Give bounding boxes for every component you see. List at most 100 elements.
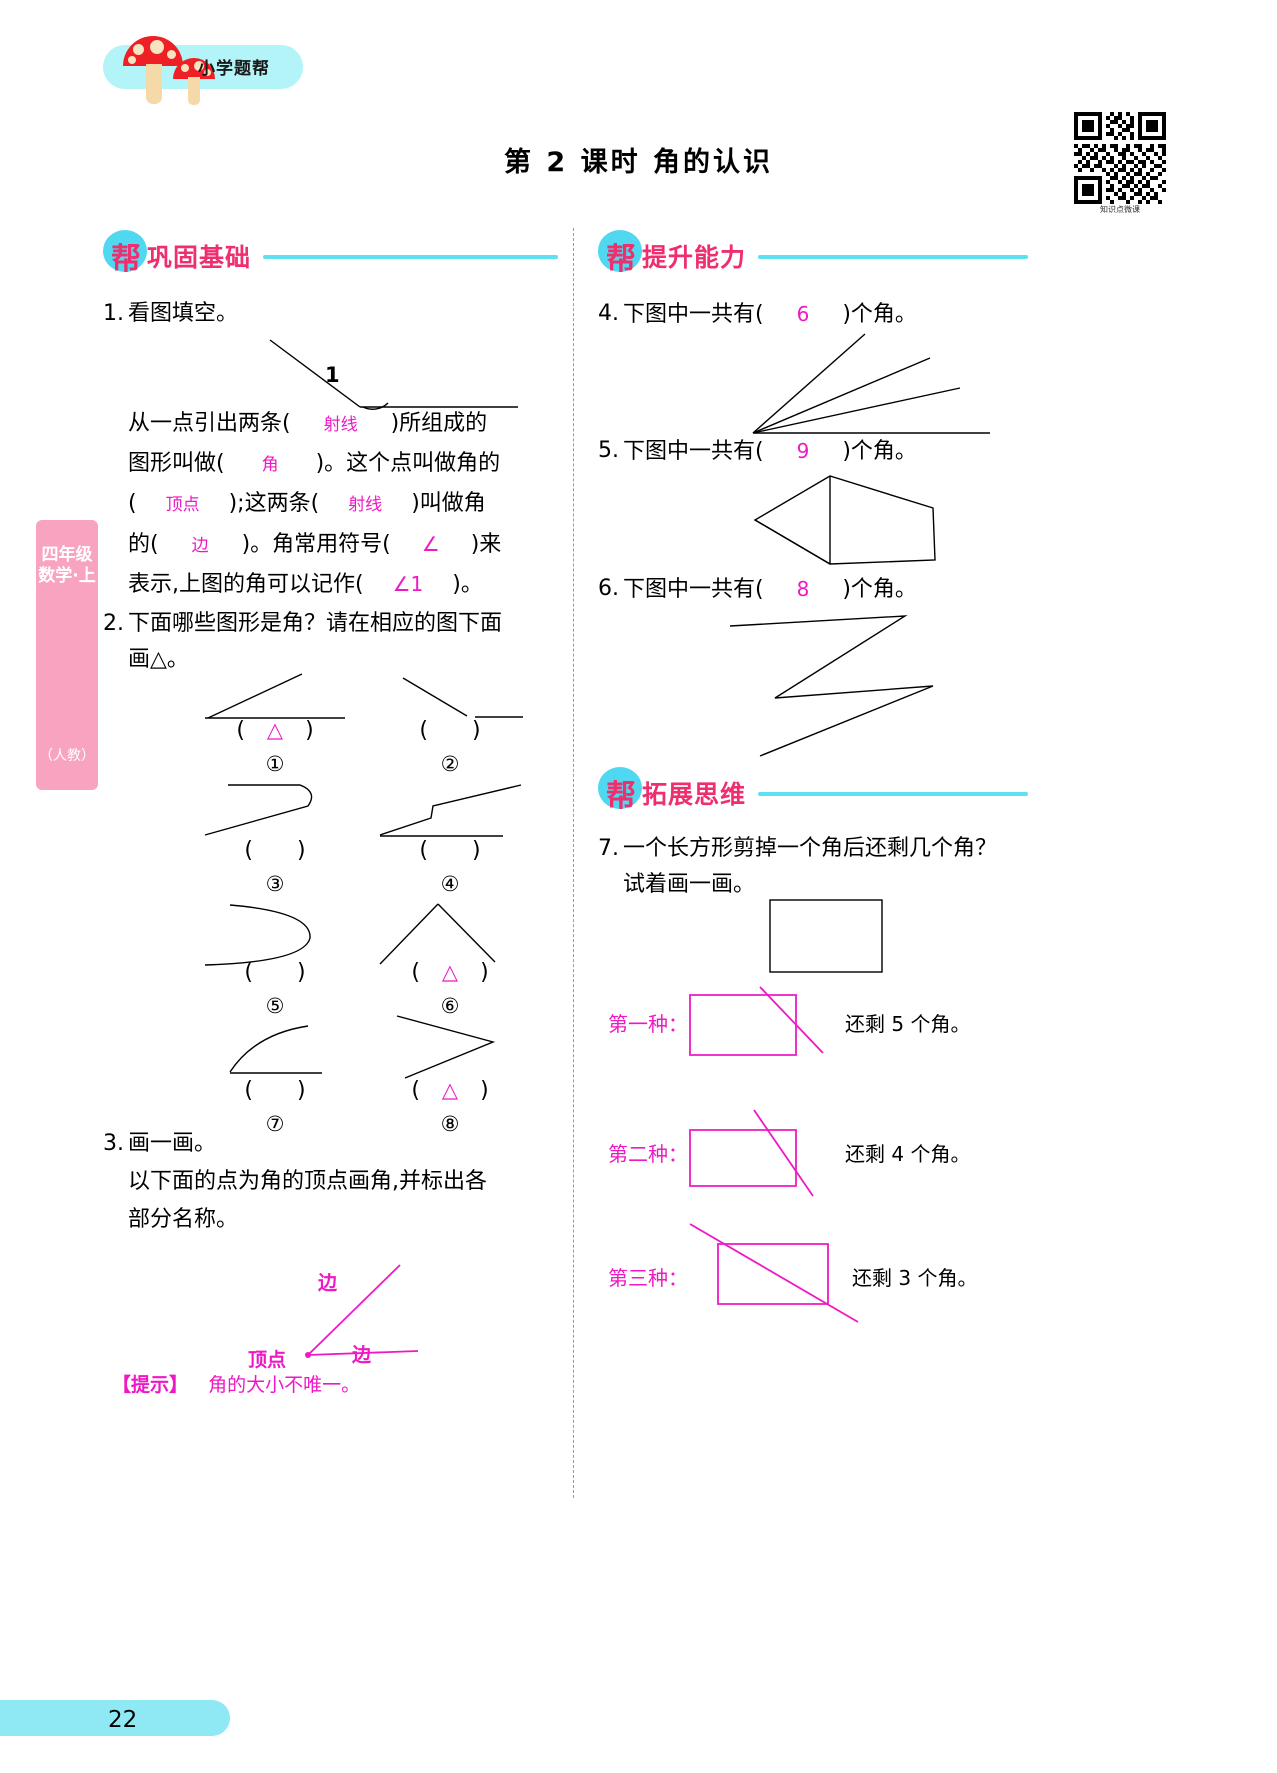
question-2-index-6: ⑥ [440,994,460,1018]
section-rule-3 [758,792,1028,796]
q6-answer: 8 [796,577,810,601]
grade-side-tab-edition: （人教） [39,748,95,764]
section-title: 巩固基础 [147,243,252,272]
question-1-figure [260,335,530,415]
question-2-number: 2. [103,611,124,636]
section-badge-circle-3 [598,767,642,809]
question-2-index-4: ④ [440,872,460,896]
q1-l3-post: )叫做角 [411,491,486,516]
question-2-blank-4[interactable]: () [419,838,481,863]
question-2-blank-7[interactable]: () [244,1078,306,1103]
question-2-shape-4 [375,780,525,840]
question-3-prompt: 画一画。 [128,1131,217,1156]
q2-answer-8: △ [441,1078,459,1102]
question-7-variant-1-result: 还剩 5 个角。 [845,1012,971,1036]
question-4-figure [745,330,995,438]
question-2-index-8: ⑧ [440,1112,460,1136]
hint-block: 【提示】 角的大小不唯一。 [112,1370,360,1397]
question-7-variant-3-result: 还剩 3 个角。 [852,1266,978,1290]
mushroom-small-stem [188,77,200,105]
question-7-variant-2-figure [688,1108,878,1198]
q2-answer-6: △ [441,960,459,984]
page-title: 第 2 课时 角的认识 [504,147,773,178]
section-badge-circle [103,230,147,272]
question-3-detail-line2: 部分名称。 [128,1207,239,1232]
q2-answer-2 [428,718,472,742]
q2-answer-4 [428,838,472,862]
question-1-line-2: 图形叫做( 角 )。这个点叫做角的 [128,445,500,484]
question-6-text: 下图中一共有( 8 )个角。 [623,570,917,609]
hint-tag: 【提示】 [112,1374,189,1396]
question-2-blank-5[interactable]: () [244,960,306,985]
question-2-prompt-line2: 画△。 [128,647,189,672]
question-2-shape-5 [200,900,350,970]
grade-side-tab [36,520,98,790]
q1-answer-2: 角 [261,455,279,475]
q5-answer: 9 [796,439,810,463]
question-7-prompt-line1: 一个长方形剪掉一个角后还剩几个角？ [623,836,998,861]
section-header-foundation: 帮 巩固基础 [103,228,558,277]
section-title-2: 提升能力 [642,243,747,272]
q1-l5-pre: 表示,上图的角可以记作( [128,572,364,597]
question-2-index-2: ② [440,752,460,776]
question-2-shape-2 [375,670,525,722]
section-header-thinking: 帮 拓展思维 [598,765,1028,814]
q2-answer-3 [253,838,297,862]
question-3-label-side-top: 边 [318,1272,338,1294]
question-6-number: 6. [598,576,619,601]
q2-answer-5 [253,960,297,984]
q1-answer-4: 射线 [348,495,383,515]
q4-answer: 6 [796,302,810,326]
grade-side-tab-label: 四年级数学·上 [38,545,96,586]
question-7-variant-3-figure [688,1222,878,1327]
q2-answer-1: △ [266,718,284,742]
mushroom-small-icon [173,58,215,79]
question-1-prompt: 看图填空。 [128,301,239,326]
q1-l2-post: )。这个点叫做角的 [315,451,501,476]
question-5-text: 下图中一共有( 9 )个角。 [623,432,917,471]
question-2-blank-3[interactable]: () [244,838,306,863]
question-2-blank-6[interactable]: (△) [411,960,489,985]
q1-answer-5: 边 [191,536,209,556]
brand-title: 小学题帮 [198,59,270,79]
question-2-index-3: ③ [265,872,285,896]
question-2-blank-1[interactable]: (△) [236,718,314,743]
question-2-shape-8 [375,1012,525,1082]
question-1-line-5: 表示,上图的角可以记作( ∠1 )。 [128,565,483,604]
q1-answer-3: 顶点 [165,495,200,515]
question-3-label-side-bottom: 边 [352,1344,372,1366]
section-title-3: 拓展思维 [642,780,747,809]
q1-answer-6: ∠ [421,532,440,556]
qr-code-icon[interactable] [1074,112,1166,204]
question-4-text: 下图中一共有( 6 )个角。 [623,295,917,334]
question-5-figure [745,468,995,568]
qr-caption: 知识点微课 [1100,205,1140,214]
section-badge-label: 帮 [111,242,141,277]
question-2-shape-1 [200,670,350,722]
question-2-blank-8[interactable]: (△) [411,1078,489,1103]
section-badge-circle-2 [598,230,642,272]
column-divider [573,228,574,1498]
q1-l2-pre: 图形叫做( [128,451,225,476]
question-4-number: 4. [598,301,619,326]
section-badge-label-3: 帮 [606,779,636,814]
question-7-variant-1-label: 第一种： [608,1012,688,1036]
question-2-prompt-line1: 下面哪些图形是角？请在相应的图下面 [128,611,503,636]
question-7-variant-2-result: 还剩 4 个角。 [845,1142,971,1166]
q1-l4-pre: 的( [128,532,159,557]
q5-pre: 下图中一共有( [623,439,764,464]
question-2-shape-3 [200,780,350,840]
section-header-ability: 帮 提升能力 [598,228,1028,277]
question-1-line-3: ( 顶点 );这两条( 射线 )叫做角 [128,485,486,524]
q1-l3-mid: );这两条( [228,491,320,516]
question-3-drawing [240,1255,540,1360]
q4-pre: 下图中一共有( [623,302,764,327]
question-2-blank-2[interactable]: () [419,718,481,743]
question-3-number: 3. [103,1131,124,1156]
question-1-line-1: 从一点引出两条( 射线 )所组成的 [128,405,487,444]
question-2-shape-6 [375,900,525,970]
q6-post: )个角。 [842,577,917,602]
q1-l3-pre: ( [128,491,137,516]
q1-l1-pre: 从一点引出两条( [128,411,291,436]
bottom-bar [0,1700,230,1736]
